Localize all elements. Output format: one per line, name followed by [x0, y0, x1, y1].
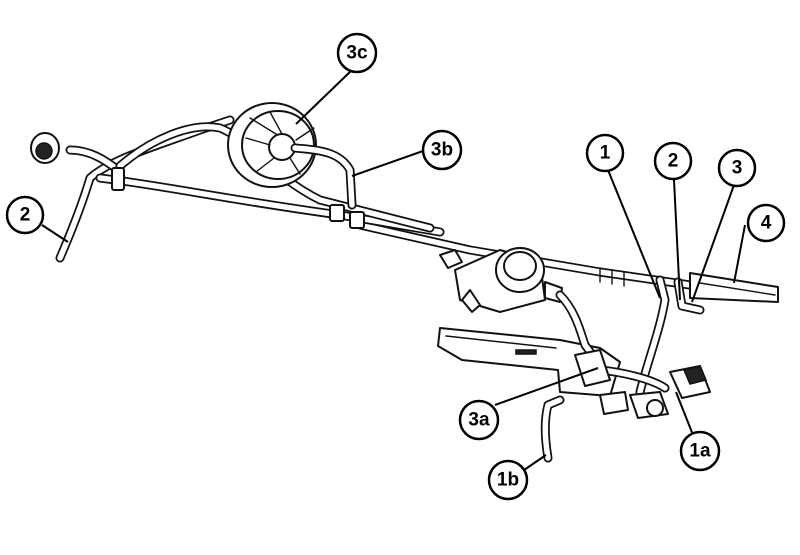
- callout-3-label: 3: [732, 158, 743, 179]
- left-cap: [30, 132, 60, 164]
- callout-3c: 3c: [336, 32, 378, 74]
- leader-lines: [41, 69, 746, 441]
- callout-3b-label: 3b: [431, 140, 453, 161]
- callout-3a: 3a: [458, 399, 500, 441]
- callout-3a-label: 3a: [468, 410, 490, 431]
- callout-1: 1: [585, 133, 625, 173]
- callout-4: 4: [746, 203, 786, 243]
- callout-1a-label: 1a: [689, 441, 711, 462]
- callout-3c-label: 3c: [346, 43, 368, 64]
- callout-1-label: 1: [600, 143, 611, 164]
- callout-1a: 1a: [679, 430, 721, 472]
- lower-valve-assembly: [574, 349, 711, 419]
- callout-1b-label: 1b: [497, 470, 519, 491]
- central-valve: [439, 247, 563, 313]
- callout-1b: 1b: [487, 459, 529, 501]
- callout-4-label: 4: [761, 213, 772, 234]
- callout-3b: 3b: [421, 129, 463, 171]
- callout-3: 3: [717, 148, 757, 188]
- mounting-bracket: [437, 327, 621, 397]
- callout-2-left: 2: [5, 195, 45, 235]
- callout-2-right: 2: [653, 141, 693, 181]
- callout-2-left-label: 2: [20, 205, 31, 226]
- hose-bundle-left: [55, 115, 445, 263]
- canister-3c: [227, 102, 357, 210]
- callout-2-right-label: 2: [668, 151, 679, 172]
